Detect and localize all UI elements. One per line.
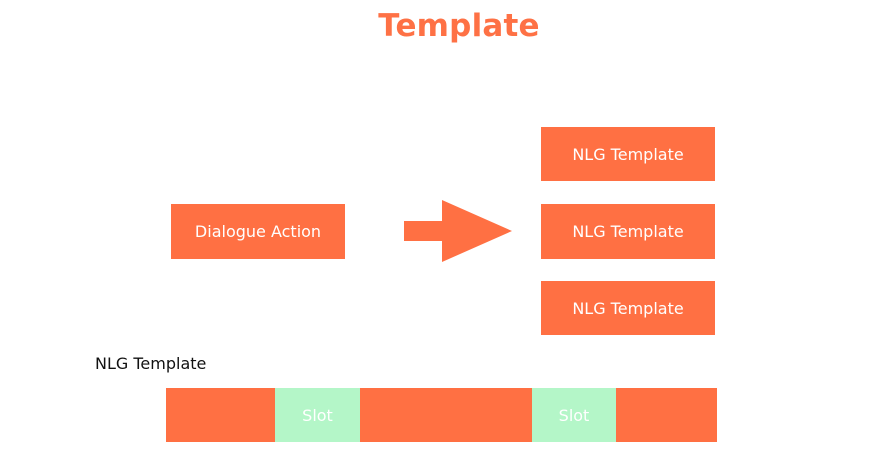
nlg-template-label-2: NLG Template [572,222,684,241]
nlg-template-label-3: NLG Template [572,298,684,318]
dialogue-action-box: Dialogue Action [171,204,345,259]
template-slot-segment-2: Slot [532,388,616,442]
template-slot-segment-1: Slot [275,388,360,442]
diagram-title: Template [378,8,540,44]
template-text-segment-3 [616,388,717,442]
template-text-segment-1 [166,388,275,442]
nlg-template-box-3: NLG Template [541,281,715,335]
nlg-template-strip: Slot Slot [166,388,717,442]
dialogue-action-label: Dialogue Action [194,222,322,241]
nlg-template-section-label: NLG Template [95,354,207,373]
template-text-segment-2 [360,388,532,442]
right-arrow-icon [404,200,512,262]
arrow-shape [404,200,512,262]
nlg-template-label-1: NLG Template [572,144,684,164]
nlg-template-box-1: NLG Template [541,127,715,181]
nlg-template-box-2: NLG Template [541,204,715,259]
